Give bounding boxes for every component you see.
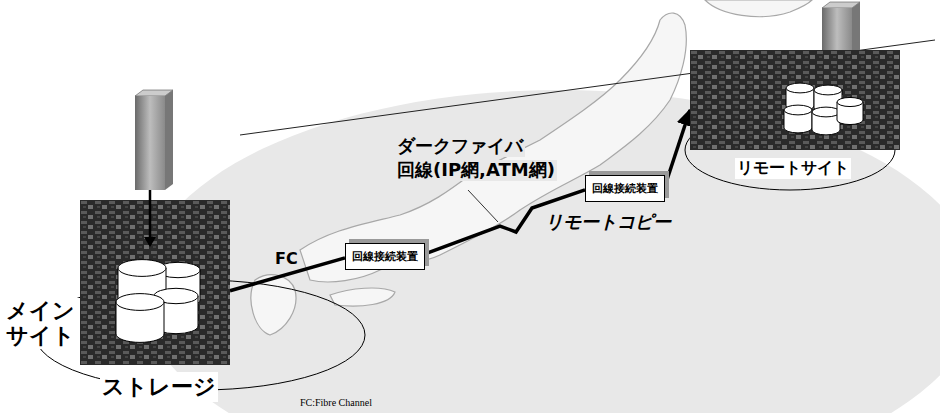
storage-cabinet: ストレージ [80, 200, 230, 365]
remote-copy-line [665, 110, 690, 186]
server [822, 2, 860, 58]
device-label: 回線接続装置 [592, 181, 658, 196]
storage-cabinet [80, 200, 230, 365]
storage-cabinet: リモートサイト [690, 50, 900, 150]
site-label: リモートサイト [735, 158, 851, 179]
site-label: ストレージ [100, 372, 218, 402]
line-label: FC [275, 250, 298, 268]
note: FC:Fibre Channel [300, 397, 372, 409]
device-label: 回線接続装置 [352, 249, 418, 264]
line-label: 回線(IP網,ATM網) [395, 160, 557, 181]
site-label: メイン サイト [4, 298, 80, 349]
storage-cabinet [690, 50, 900, 150]
line-connection-device: 回線接続装置 [585, 175, 665, 202]
line-label: リモートコピー [545, 212, 671, 233]
server [135, 90, 173, 190]
line-label: ダークファイバ [395, 136, 525, 157]
leader-line [468, 190, 498, 222]
line-connection-device: 回線接続装置 [345, 243, 425, 270]
server-arrow [149, 190, 152, 200]
